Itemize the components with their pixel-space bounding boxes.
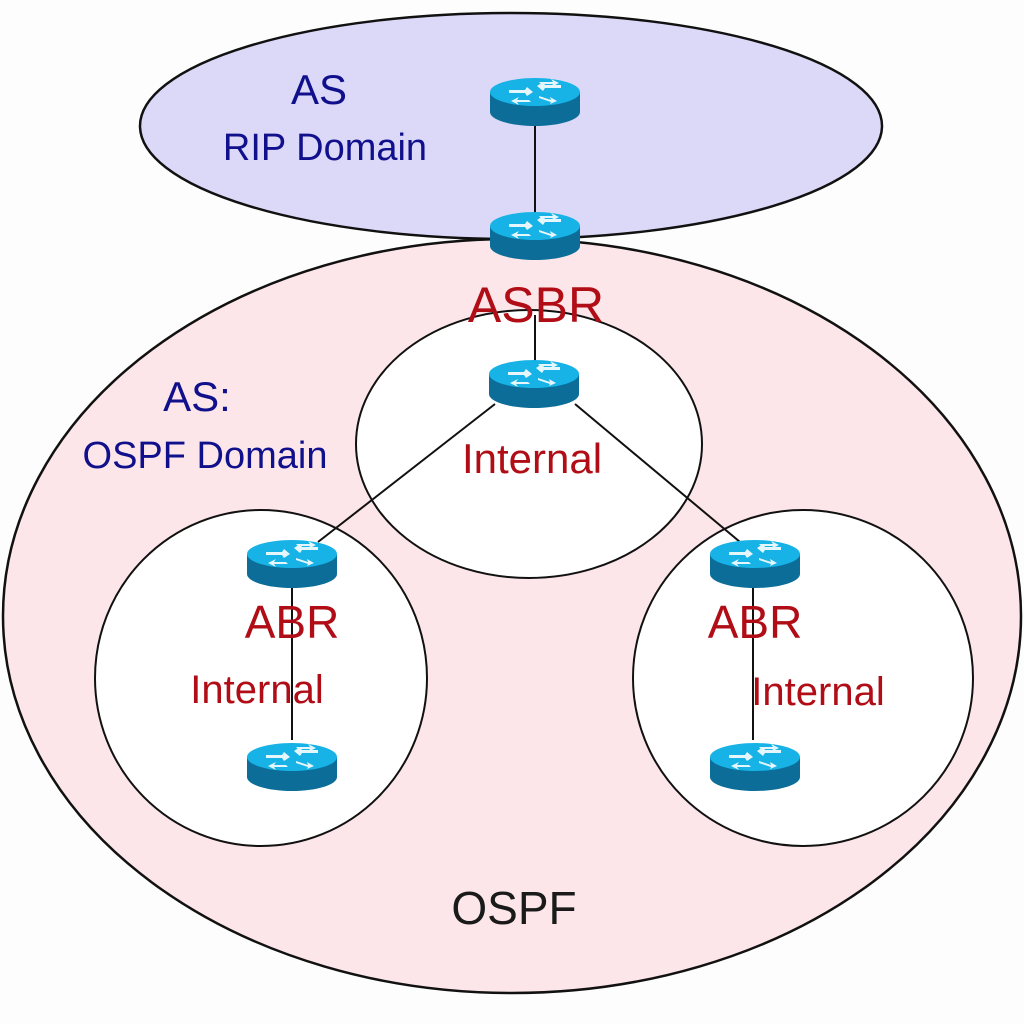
backbone-internal-router-icon[interactable] (489, 360, 579, 408)
ospf-as-label: AS: (163, 373, 231, 420)
link-internal-right-abr (574, 403, 741, 543)
backbone-internal-label: Internal (462, 435, 602, 482)
right-internal-label: Internal (751, 670, 884, 714)
left-area (94, 509, 428, 847)
rip-domain-label: RIP Domain (223, 127, 427, 169)
right-internal-router-icon[interactable] (710, 743, 800, 791)
rip-as-label: AS (291, 66, 347, 113)
ospf-domain-label: OSPF Domain (83, 435, 328, 477)
right-abr-label: ABR (708, 596, 803, 648)
left-internal-label: Internal (190, 668, 323, 712)
left-abr-label: ABR (245, 596, 340, 648)
link-internal-left-abr (317, 403, 496, 543)
asbr-router-icon[interactable] (490, 212, 580, 260)
rip-router-icon[interactable] (490, 78, 580, 126)
ospf-label: OSPF (451, 882, 576, 934)
right-abr-router-icon[interactable] (710, 540, 800, 588)
backbone-area (355, 309, 703, 579)
rip-domain-region (138, 11, 884, 241)
left-abr-router-icon[interactable] (247, 540, 337, 588)
asbr-label: ASBR (468, 277, 604, 333)
left-internal-router-icon[interactable] (247, 743, 337, 791)
